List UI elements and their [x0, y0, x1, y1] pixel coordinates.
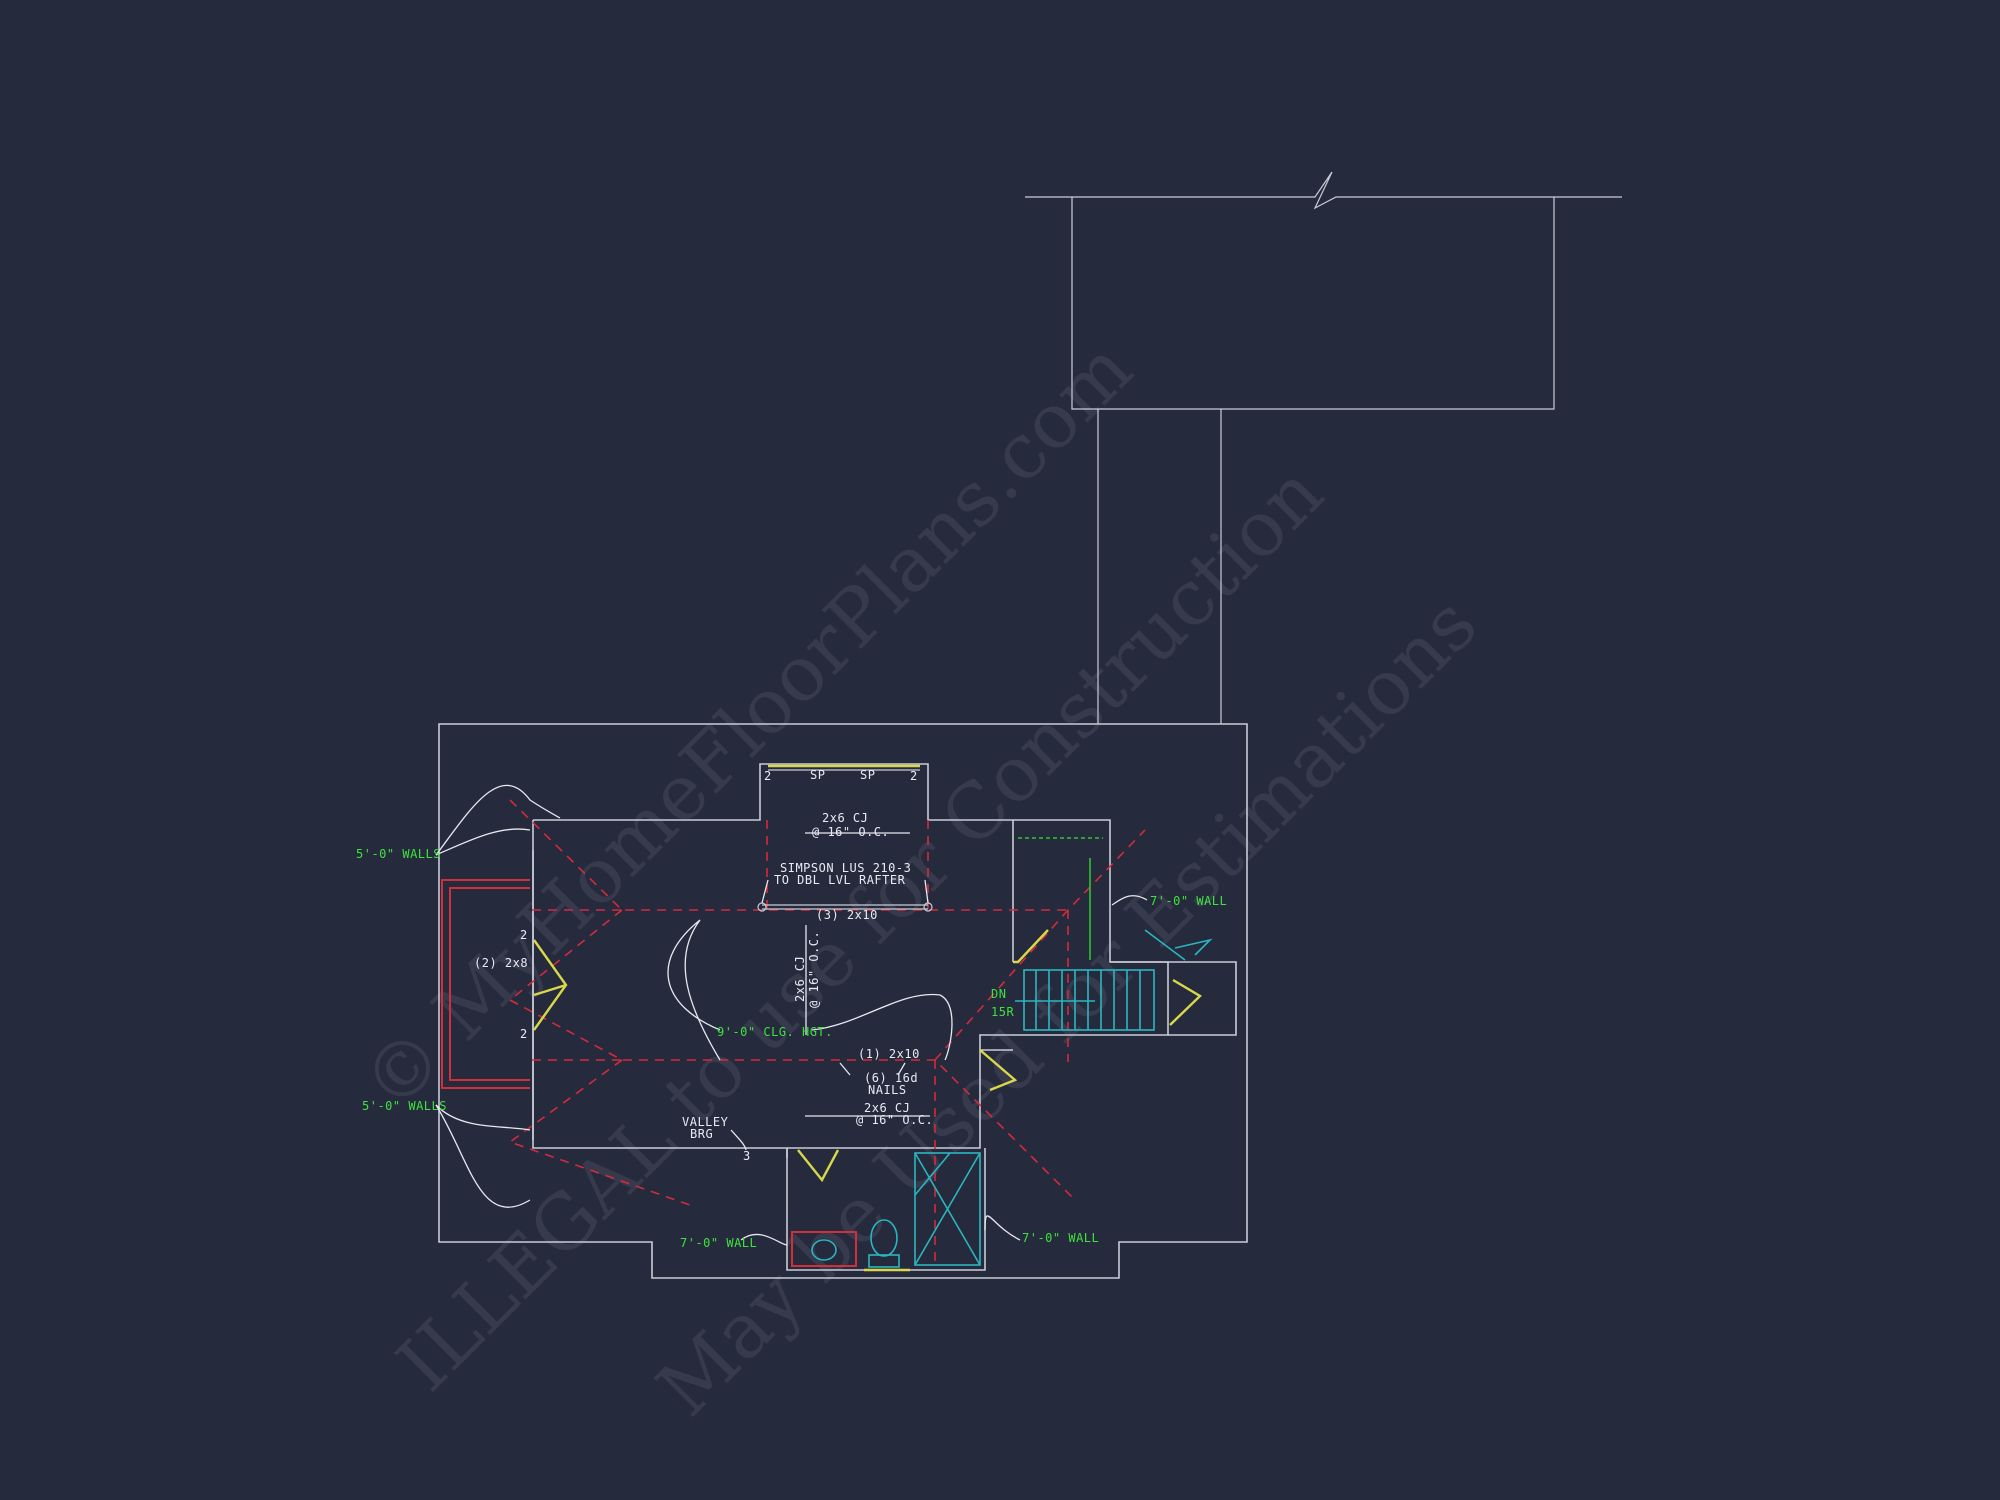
shower-icon — [914, 1152, 981, 1266]
doors — [533, 929, 1202, 1272]
sink-icon — [811, 1239, 837, 1261]
label-cj-top-2: @ 16" O.C. — [812, 825, 889, 839]
bathroom-fixtures — [791, 1152, 981, 1268]
bathroom-door[interactable] — [797, 1149, 840, 1183]
stair-break — [1144, 929, 1213, 961]
toilet-tank — [868, 1254, 900, 1268]
label-wall-7ft-bottom-left: 7'-0" WALL — [680, 1236, 757, 1250]
label-sp-left: SP — [810, 768, 825, 782]
shower-lines — [914, 1152, 981, 1266]
label-simpson-1: SIMPSON LUS 210-3 — [780, 861, 911, 875]
room-wall-bottom — [787, 1050, 981, 1149]
label-beam-3-2x10: (3) 2x10 — [816, 908, 878, 922]
label-header-2x8: (2) 2x8 — [474, 956, 528, 970]
closet — [1018, 837, 1103, 960]
stair-outline — [1023, 969, 1155, 1031]
label-post-2-a: 2 — [764, 769, 772, 783]
label-post-2-d: 2 — [520, 1027, 528, 1041]
leader-7ft-right — [1111, 895, 1148, 906]
label-sp-right: SP — [860, 768, 875, 782]
leader-7ft-bottom-right — [984, 1215, 1021, 1241]
leader-7ft-bottom-left — [740, 1233, 788, 1246]
break-line — [1025, 171, 1622, 210]
top-window — [768, 764, 920, 771]
leader-valley — [730, 1129, 747, 1151]
label-cj-top-1: 2x6 CJ — [822, 811, 868, 825]
label-walls-5ft-bottom: 5'-0" WALLS — [362, 1099, 447, 1113]
upper-structure — [1025, 171, 1622, 724]
label-walls-5ft-top: 5'-0" WALLS — [356, 847, 441, 861]
label-beam-1-2x10: (1) 2x10 — [858, 1047, 920, 1061]
room-wall-right — [979, 819, 1169, 1051]
label-post-2-c: 2 — [520, 928, 528, 942]
label-stair-dn: DN — [991, 987, 1006, 1001]
closet-door[interactable] — [1013, 929, 1049, 964]
dormer-wall-outer — [441, 879, 530, 1089]
leader-walls-bottom-2 — [435, 1104, 531, 1208]
label-cj-vert-1: 2x6 CJ — [793, 956, 807, 1002]
label-cj-vert-2: @ 16" O.C. — [807, 931, 821, 1008]
staircase[interactable] — [1015, 929, 1213, 1031]
hip-line-upper — [509, 799, 1068, 911]
leader-walls-top-1 — [435, 784, 561, 856]
double-door-left-center[interactable] — [533, 983, 567, 997]
toilet-icon — [870, 1219, 898, 1257]
label-wall-7ft-bottom-right: 7'-0" WALL — [1022, 1231, 1099, 1245]
label-wall-7ft-right: 7'-0" WALL — [1150, 894, 1227, 908]
leader-simpson — [761, 879, 929, 904]
stair-enclosure — [1110, 961, 1237, 1036]
label-cj-bot-2: @ 16" O.C. — [856, 1113, 933, 1127]
vanity — [791, 1231, 857, 1267]
label-stair-risers: 15R — [991, 1005, 1014, 1019]
annotations: 5'-0" WALLS 5'-0" WALLS 7'-0" WALL 7'-0"… — [356, 768, 1227, 1250]
roof-framing-dashes — [508, 799, 1146, 1265]
leader-nails — [839, 1062, 906, 1076]
leader-walls-bottom-1 — [435, 1104, 531, 1131]
label-simpson-2: TO DBL LVL RAFTER — [774, 873, 906, 887]
outer-outline — [438, 723, 1248, 1279]
label-valley-1: VALLEY — [682, 1115, 729, 1129]
bedroom-door[interactable] — [979, 1049, 1018, 1092]
label-post-3: 3 — [743, 1149, 751, 1163]
leader-clg-left — [667, 919, 721, 1061]
leader-walls-top-2 — [435, 828, 531, 856]
upper-room-outline — [1071, 197, 1555, 410]
label-valley-2: BRG — [690, 1127, 713, 1141]
stair-treads — [1035, 970, 1141, 1030]
stair-door[interactable] — [1169, 978, 1202, 1026]
label-cj-bot-1: 2x6 CJ — [864, 1101, 910, 1115]
room-walls — [532, 763, 1237, 1271]
label-ceiling-height: 9'-0" CLG. HGT. — [717, 1025, 833, 1039]
label-post-2-b: 2 — [910, 769, 918, 783]
watermark: © MyHomeFloorPlans.com ILLEGAL to use fo… — [345, 324, 1494, 1433]
leader-clg-right — [811, 993, 953, 1061]
dormer-wall-inner — [449, 887, 530, 1081]
label-nails-2: NAILS — [868, 1083, 907, 1097]
leaders — [435, 784, 1148, 1246]
label-nails-1: (6) 16d — [864, 1071, 918, 1085]
diagonal-left — [508, 909, 691, 1206]
